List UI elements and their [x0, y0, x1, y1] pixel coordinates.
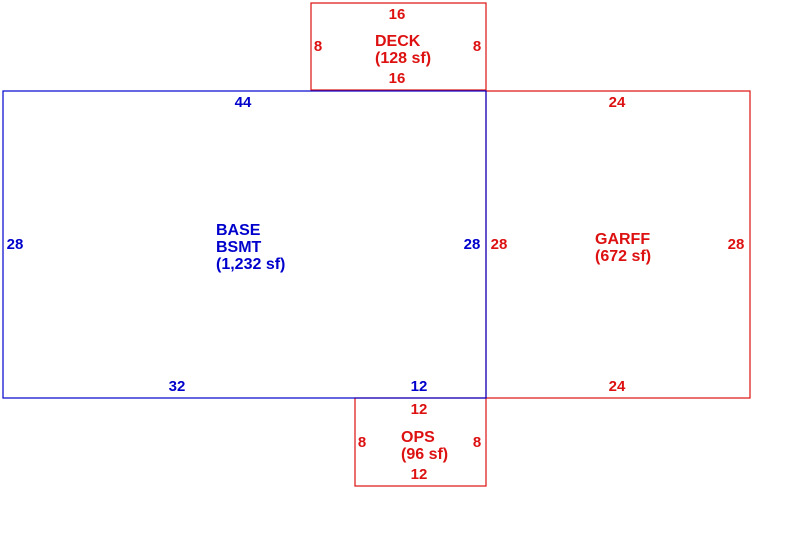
ops-label: OPS — [401, 429, 435, 446]
garff-dim-bottom: 24 — [609, 378, 626, 395]
base-dim-top: 44 — [235, 94, 252, 111]
base-label-line1: BASE — [216, 222, 261, 239]
deck-outline — [310, 2, 487, 91]
base-outline — [2, 90, 487, 399]
base-dim-bottom-left: 32 — [169, 378, 186, 395]
deck-area: (128 sf) — [375, 50, 431, 67]
garff-area: (672 sf) — [595, 248, 651, 265]
garff-dim-left: 28 — [491, 236, 508, 253]
deck-dim-top: 16 — [389, 6, 406, 23]
deck-label: DECK — [375, 33, 421, 50]
base-label-line2: BSMT — [216, 239, 262, 256]
ops-dim-left: 8 — [358, 434, 366, 451]
base-dim-bottom-right: 12 — [411, 378, 428, 395]
base-dim-left: 28 — [7, 236, 24, 253]
ops-area: (96 sf) — [401, 446, 448, 463]
garff-label: GARFF — [595, 231, 650, 248]
base-area: (1,232 sf) — [216, 256, 285, 273]
deck-dim-left: 8 — [314, 38, 322, 55]
garff-dim-top: 24 — [609, 94, 626, 111]
garff-dim-right: 28 — [728, 236, 745, 253]
ops-dim-top: 12 — [411, 401, 428, 418]
base-dim-right: 28 — [464, 236, 481, 253]
ops-dim-bottom: 12 — [411, 466, 428, 483]
deck-dim-bottom: 16 — [389, 70, 406, 87]
ops-dim-right: 8 — [473, 434, 481, 451]
deck-dim-right: 8 — [473, 38, 481, 55]
